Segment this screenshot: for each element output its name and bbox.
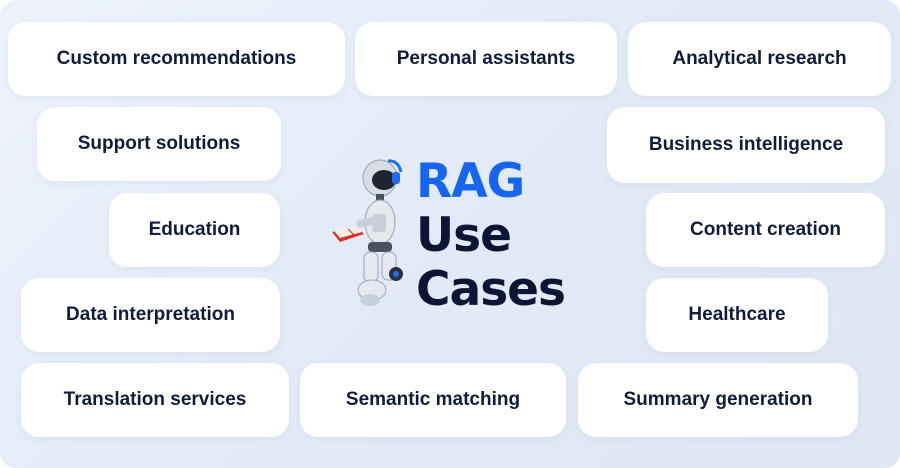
use-case-card: Content creation (646, 193, 885, 267)
use-case-label: Data interpretation (66, 304, 235, 325)
use-case-card: Data interpretation (21, 278, 280, 352)
use-case-card: Semantic matching (300, 363, 566, 437)
title-line-3: Cases (416, 262, 566, 317)
use-case-card: Education (109, 193, 280, 267)
use-case-label: Translation services (63, 389, 247, 410)
use-case-label: Semantic matching (345, 389, 521, 410)
title-line-2: Use (416, 208, 512, 263)
use-case-label: Content creation (690, 219, 841, 240)
robot-reading-book-icon (332, 159, 403, 306)
use-case-card: Custom recommendations (8, 22, 345, 96)
diagram-title: RAG Use Cases (416, 154, 566, 320)
use-case-label: Custom recommendations (56, 48, 297, 69)
use-case-card: Translation services (21, 363, 289, 437)
use-case-card: Summary generation (578, 363, 858, 437)
title-line-1: RAG (416, 154, 525, 209)
use-case-label: Support solutions (77, 133, 241, 154)
use-case-label: Business intelligence (648, 134, 844, 155)
use-case-card: Analytical research (628, 22, 891, 96)
use-case-card: Personal assistants (355, 22, 617, 96)
use-case-label: Summary generation (623, 389, 813, 410)
use-case-card: Business intelligence (607, 107, 885, 183)
use-case-label: Analytical research (672, 48, 847, 69)
use-case-card: Healthcare (646, 278, 828, 352)
use-case-card: Support solutions (37, 107, 281, 181)
use-case-label: Healthcare (688, 304, 786, 325)
use-case-label: Education (148, 219, 241, 240)
use-case-label: Personal assistants (396, 48, 576, 69)
